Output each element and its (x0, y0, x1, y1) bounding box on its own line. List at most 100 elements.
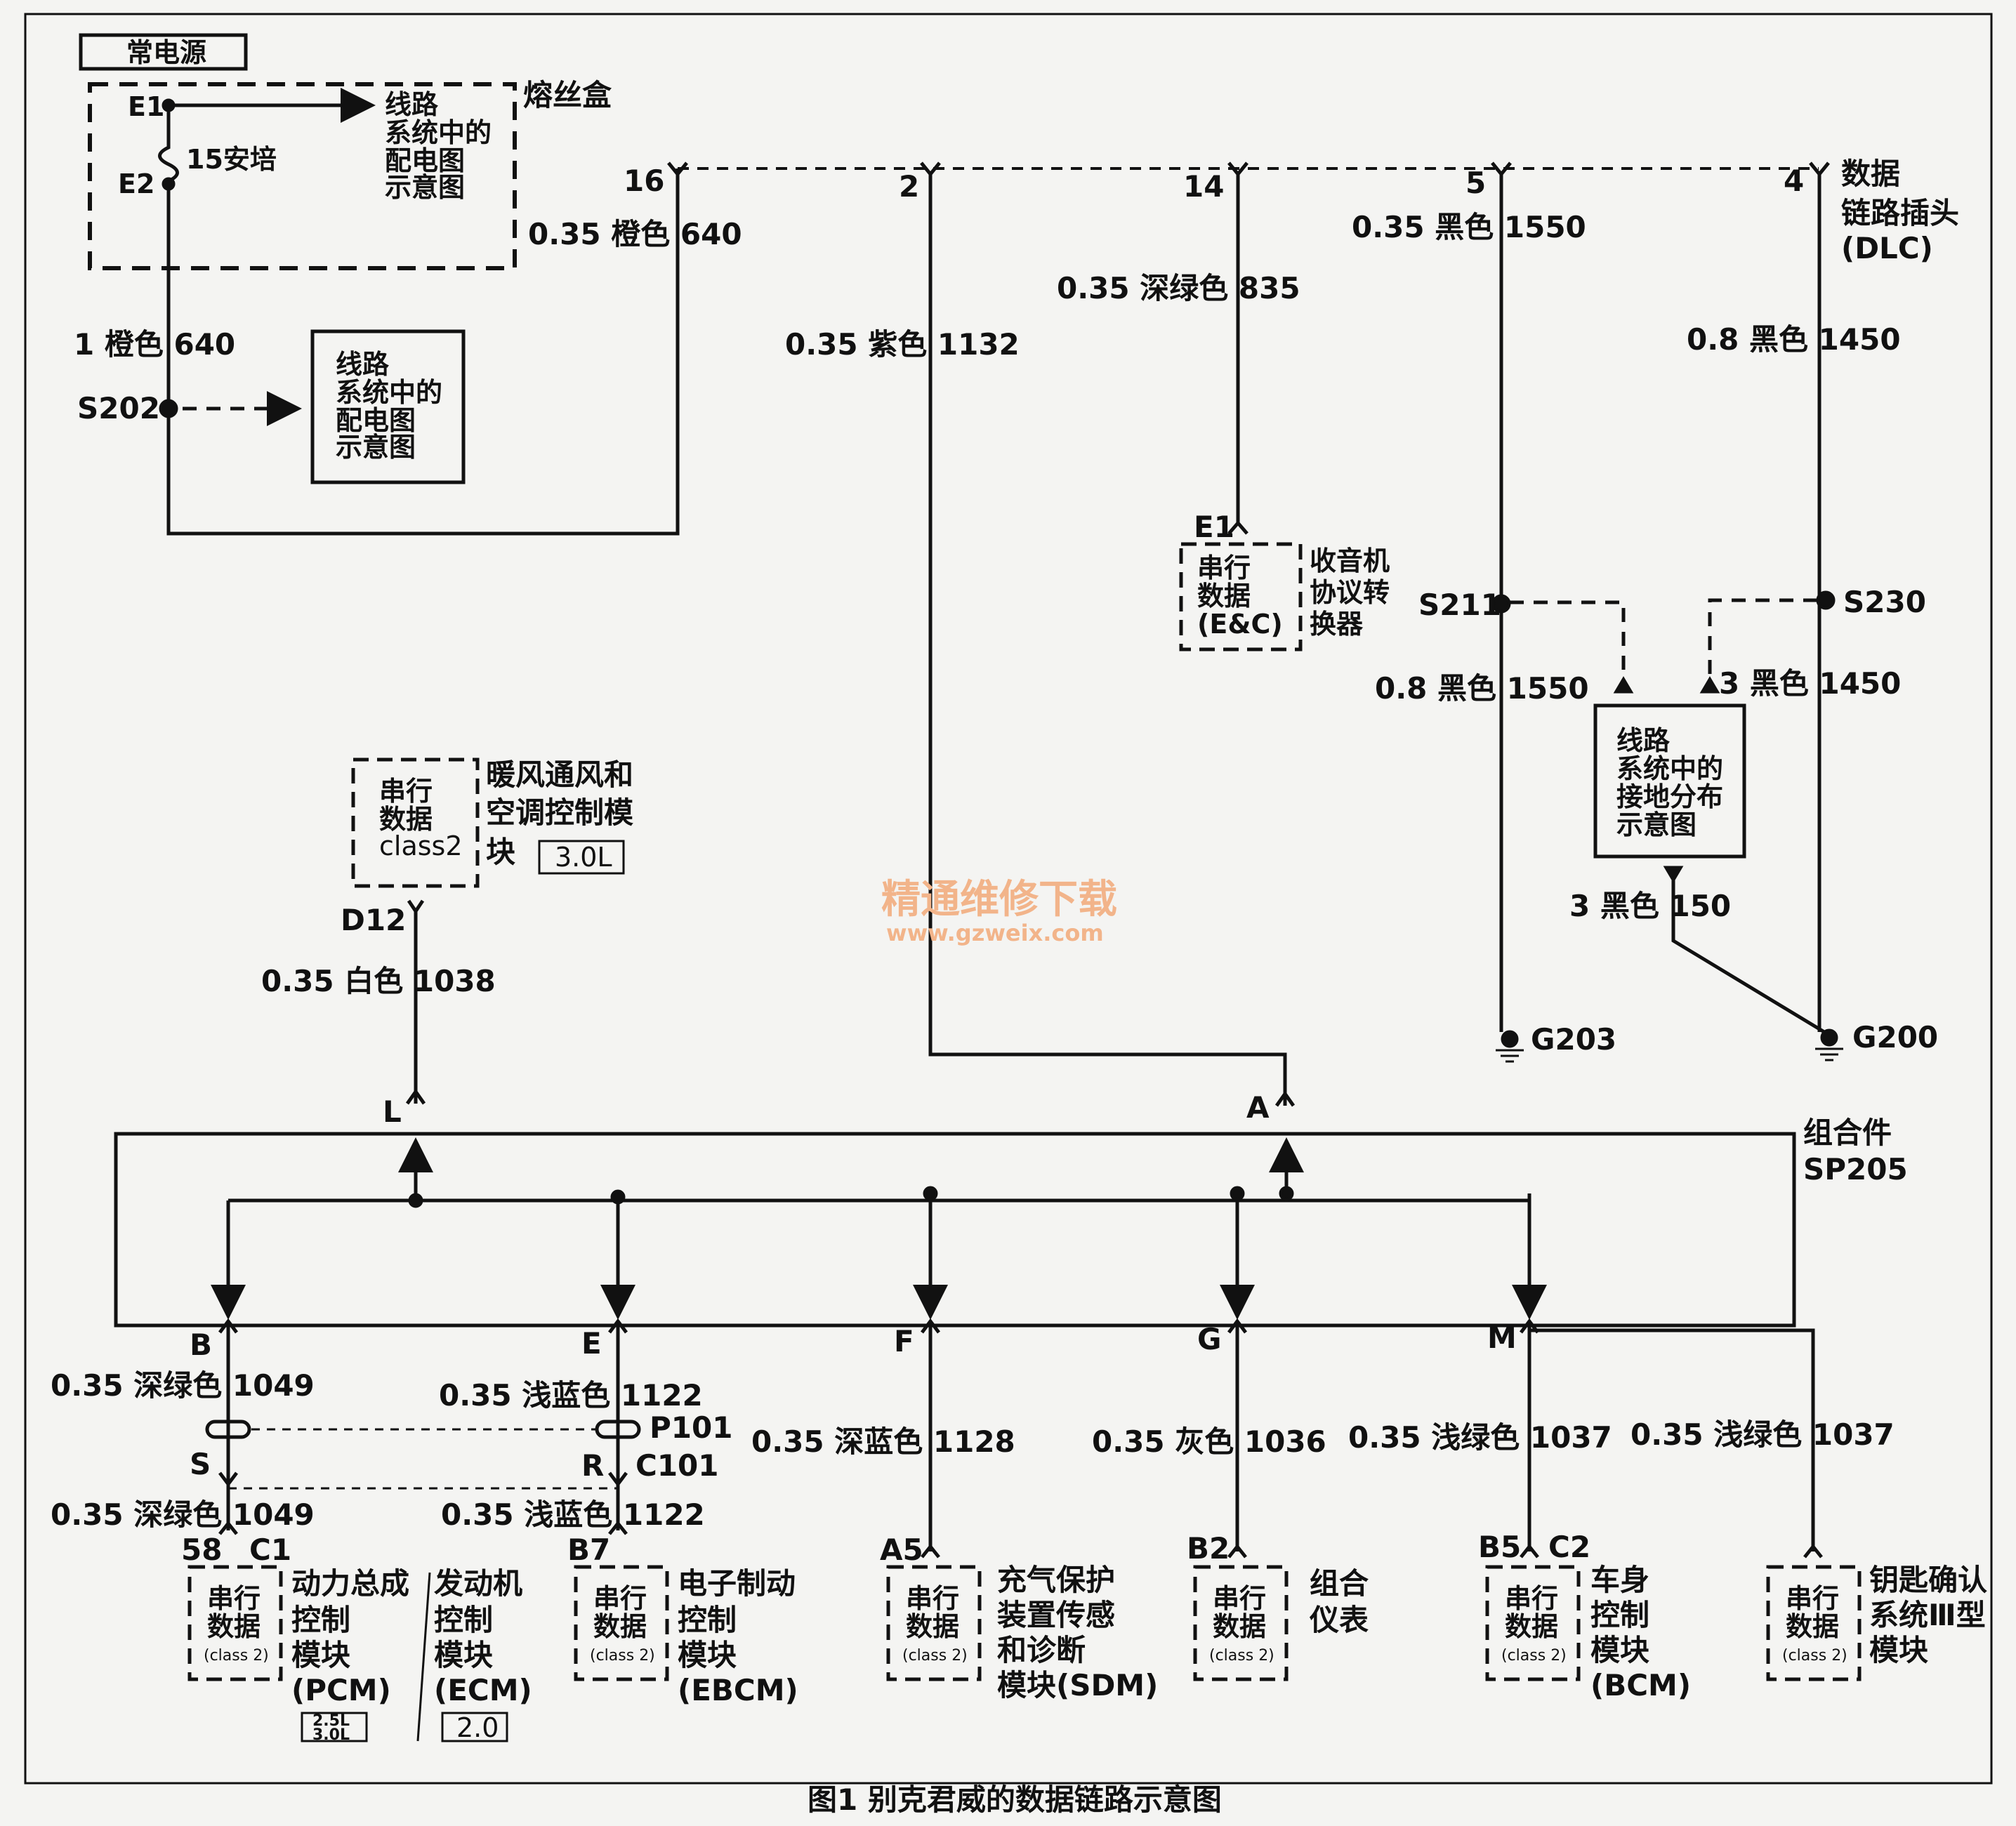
pin-r: R (581, 1448, 604, 1483)
bcm-name-4: (BCM) (1590, 1668, 1691, 1702)
sdm-class: (class 2) (902, 1647, 968, 1665)
pcm-name-3: 模块 (291, 1638, 350, 1672)
ref-power-b2: 系统中的 (336, 377, 442, 408)
wire-640-lower-label: 0.35 橙色 640 (528, 217, 742, 251)
sdm-module-box (886, 1565, 982, 1681)
radio-name-2: 协议转 (1310, 577, 1390, 608)
key-class: (class 2) (1782, 1647, 1847, 1665)
g200-ground-icon (1815, 1028, 1843, 1061)
g200-label: G200 (1852, 1020, 1938, 1054)
s202-label: S202 (77, 391, 160, 425)
pin-b: B (190, 1328, 212, 1362)
sdm-name-4: 模块(SDM) (997, 1668, 1158, 1702)
serial-labels: 串行 数据 (class 2) 串行 数据 (class 2) 串行 数据 (c… (204, 1583, 1847, 1665)
pin-e: E (581, 1326, 602, 1361)
key-name-2: 系统Ⅲ型 (1869, 1598, 1986, 1632)
pcm-serial-2: 数据 (207, 1611, 261, 1642)
s211-node (1491, 594, 1511, 614)
radio-name-3: 换器 (1310, 609, 1364, 640)
wire-150-label: 3 黑色 150 (1569, 889, 1731, 923)
sdm-name-1: 充气保护 (997, 1563, 1115, 1597)
ecm-name-4: (ECM) (434, 1673, 532, 1707)
pin-s: S (190, 1447, 211, 1481)
ebcm-class: (class 2) (590, 1647, 655, 1665)
pin-l-label: L (383, 1094, 402, 1129)
ebcm-name-4: (EBCM) (678, 1673, 798, 1707)
pin-a-label: A (1246, 1090, 1270, 1125)
splice-pack-box (114, 1132, 1796, 1328)
s211-ref (1510, 600, 1626, 684)
pin-c2: C2 (1548, 1530, 1590, 1564)
pin-4: 4 (1784, 164, 1804, 198)
ecm-name-1: 发动机 (434, 1566, 522, 1601)
splice-name-1: 组合件 (1803, 1116, 1892, 1150)
wire-1049-upper: 0.35 深绿色 1049 (51, 1368, 315, 1403)
wire-1122-upper: 0.35 浅蓝色 1122 (439, 1378, 703, 1412)
wire-1038-label: 0.35 白色 1038 (261, 964, 496, 998)
key-module-box (1766, 1565, 1862, 1681)
g203-label: G203 (1531, 1022, 1616, 1057)
wire-1128-label: 0.35 深蓝色 1128 (751, 1424, 1015, 1459)
wire-1550-lower-label: 0.8 黑色 1550 (1375, 671, 1589, 706)
dlc-title-1: 数据 (1841, 157, 1900, 191)
ground-ref-4: 示意图 (1616, 809, 1697, 840)
c101-label: C101 (635, 1448, 719, 1483)
hvac-module-box (351, 757, 480, 888)
ipc-serial-1: 串行 (1213, 1583, 1266, 1614)
radio-name-1: 收音机 (1310, 545, 1390, 576)
bcm-serial-1: 串行 (1505, 1583, 1558, 1614)
pin-b2: B2 (1187, 1531, 1230, 1566)
e1-node (162, 98, 176, 112)
sdm-serial-2: 数据 (906, 1611, 959, 1642)
wire-1037-label: 0.35 浅绿色 1037 (1348, 1420, 1612, 1455)
ebcm-name-2: 控制 (678, 1603, 737, 1637)
ebcm-serial-2: 数据 (593, 1611, 647, 1642)
key-name-1: 钥匙确认 (1869, 1563, 1987, 1597)
fuse-rating-label: 15安培 (186, 144, 277, 175)
p101-connector-left (205, 1420, 251, 1439)
e2-node (162, 177, 176, 191)
hvac-engine-tag: 3.0L (555, 842, 612, 873)
splice-name-2: SP205 (1803, 1152, 1908, 1186)
p101-label: P101 (650, 1410, 732, 1445)
ref-power-b1: 线路 (336, 349, 390, 380)
ecm-engine: 2.0 (456, 1712, 499, 1743)
fuse-box-frame (88, 82, 517, 270)
g203-ground-icon (1496, 1030, 1524, 1063)
wire-1450-lower-label: 3 黑色 1450 (1719, 666, 1901, 701)
s230-node (1816, 590, 1836, 610)
wire-1049-lower: 0.35 深绿色 1049 (51, 1497, 315, 1532)
wire-1550-upper-label: 0.35 黑色 1550 (1352, 210, 1586, 244)
pcm-name-4: (PCM) (291, 1673, 391, 1707)
radio-converter-box (1179, 542, 1303, 651)
wire-150 (1671, 867, 1826, 1034)
wire-835-label: 0.35 深绿色 835 (1057, 271, 1300, 305)
page-border (24, 13, 1993, 1785)
pin-c1: C1 (249, 1533, 291, 1567)
ipc-class: (class 2) (1209, 1647, 1274, 1665)
wire-1036-label: 0.35 灰色 1036 (1092, 1424, 1326, 1459)
ground-ref-2: 系统中的 (1616, 753, 1723, 784)
bcm-class: (class 2) (1501, 1647, 1567, 1665)
splice-bus (228, 1198, 1531, 1313)
pin-a5: A5 (880, 1533, 923, 1567)
ref-power-4: 示意图 (385, 172, 465, 203)
pcm-engine-1: 2.5L (312, 1712, 350, 1730)
power-ref-box (310, 329, 466, 484)
power-source-box (79, 33, 248, 71)
hvac-class: class2 (379, 831, 463, 861)
ebcm-name-1: 电子制动 (678, 1566, 796, 1601)
sdm-serial-1: 串行 (906, 1583, 959, 1614)
dlc-title-2: 链路插头 (1841, 196, 1959, 230)
e2-label: E2 (118, 168, 154, 199)
s230-ref (1708, 598, 1817, 684)
key-serial-2: 数据 (1786, 1611, 1839, 1642)
wire-1132 (928, 174, 1287, 1106)
ipc-module-box (1193, 1565, 1289, 1681)
bcm-serial-2: 数据 (1505, 1611, 1558, 1642)
pcm-name-2: 控制 (291, 1603, 350, 1637)
sdm-name-2: 装置传感 (997, 1598, 1115, 1632)
hvac-name-3: 块 (486, 835, 515, 869)
